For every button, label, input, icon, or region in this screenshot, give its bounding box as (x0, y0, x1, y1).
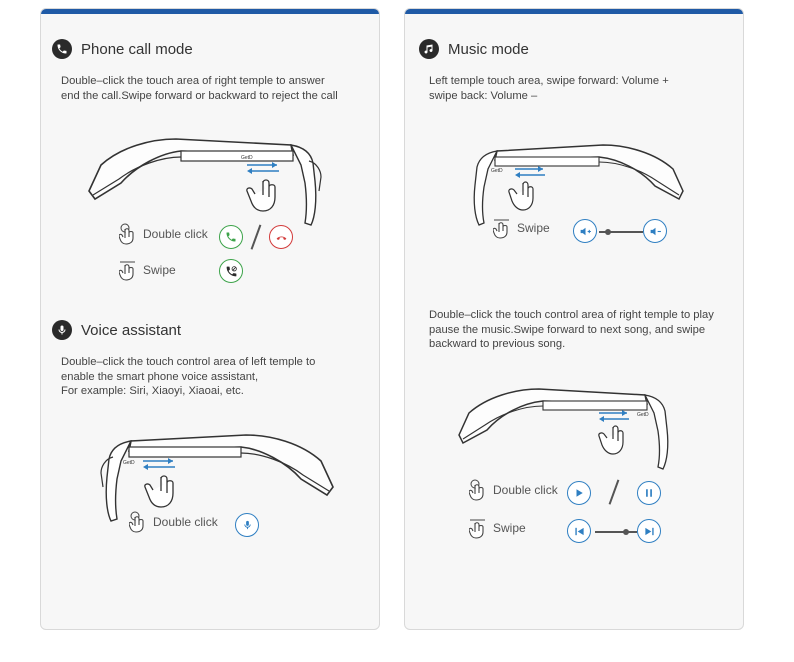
double-click-row: Double click (119, 223, 208, 245)
phone-call-description: Double–click the touch area of right tem… (61, 74, 338, 103)
brand-label: GetD (491, 168, 503, 174)
brand-label: GetD (241, 155, 253, 161)
slider-dot (623, 528, 629, 535)
answer-call-icon (219, 225, 243, 249)
music-mode-description: Left temple touch area, swipe forward: V… (429, 74, 669, 103)
double-click-label: Double click (493, 483, 558, 497)
double-click-label: Double click (153, 515, 218, 529)
accent-bar (41, 9, 379, 14)
desc-line: Double–click the touch area of right tem… (61, 75, 325, 87)
right-panel: Music mode Left temple touch area, swipe… (404, 8, 744, 630)
voice-assistant-mic-icon (235, 513, 259, 537)
desc-line: backward to previous song. (429, 338, 566, 350)
glasses-left-temple-illustration: GetD (81, 417, 341, 527)
glasses-music-illustration: GetD (451, 373, 691, 473)
hand-swipe-icon (469, 517, 487, 539)
double-click-label: Double click (143, 227, 208, 241)
desc-line: Double–click the touch control area of l… (61, 356, 316, 368)
desc-line: end the call.Swipe forward or backward t… (61, 89, 338, 102)
next-track-icon (637, 519, 661, 543)
phone-call-title: Phone call mode (52, 39, 193, 59)
section-title-text: Music mode (448, 40, 529, 58)
swipe-row: Swipe (469, 517, 526, 539)
volume-down-icon (643, 219, 667, 243)
hand-tap-icon (469, 479, 487, 501)
volume-slider-track (599, 228, 643, 235)
swipe-label: Swipe (517, 221, 550, 235)
pause-icon (637, 481, 661, 505)
glasses-right-temple-illustration: GetD (81, 121, 341, 231)
swipe-row: Swipe (119, 259, 176, 281)
voice-assistant-title: Voice assistant (52, 320, 181, 340)
section-title-text: Phone call mode (81, 40, 193, 58)
hand-tap-icon (129, 511, 147, 533)
swipe-label: Swipe (143, 263, 176, 277)
reject-call-icon (219, 259, 243, 283)
double-click-row: Double click (469, 479, 558, 501)
desc-line: swipe back: Volume – (429, 89, 538, 102)
music-note-icon (419, 39, 439, 59)
previous-track-icon (567, 519, 591, 543)
swipe-label: Swipe (493, 521, 526, 535)
microphone-icon (52, 320, 72, 340)
phone-icon (52, 39, 72, 59)
hand-swipe-icon (493, 217, 511, 239)
double-click-row: Double click (129, 511, 218, 533)
hang-up-icon (269, 225, 293, 249)
section-title-text: Voice assistant (81, 321, 182, 339)
track-slider-track (595, 528, 637, 535)
music-mode-title: Music mode (419, 39, 529, 59)
desc-line: enable the smart phone voice assistant, (61, 370, 259, 383)
play-icon (567, 481, 591, 505)
swipe-row: Swipe (493, 217, 550, 239)
slider-dot (605, 228, 611, 235)
desc-line: pause the music.Swipe forward to next so… (429, 323, 706, 336)
volume-up-icon (573, 219, 597, 243)
left-panel: Phone call mode Double–click the touch a… (40, 8, 380, 630)
brand-label: GetD (123, 460, 135, 466)
accent-bar (405, 9, 743, 14)
hand-tap-icon (119, 223, 137, 245)
brand-label: GetD (637, 412, 649, 418)
desc-line: Left temple touch area, swipe forward: V… (429, 75, 669, 87)
glasses-volume-illustration: GetD (451, 129, 691, 229)
music-play-description: Double–click the touch control area of r… (429, 308, 714, 352)
divider-slash (608, 479, 619, 505)
voice-assistant-description: Double–click the touch control area of l… (61, 355, 315, 399)
desc-line: Double–click the touch control area of r… (429, 309, 714, 321)
hand-swipe-icon (119, 259, 137, 281)
desc-line: For example: Siri, Xiaoyi, Xiaoai, etc. (61, 385, 244, 397)
